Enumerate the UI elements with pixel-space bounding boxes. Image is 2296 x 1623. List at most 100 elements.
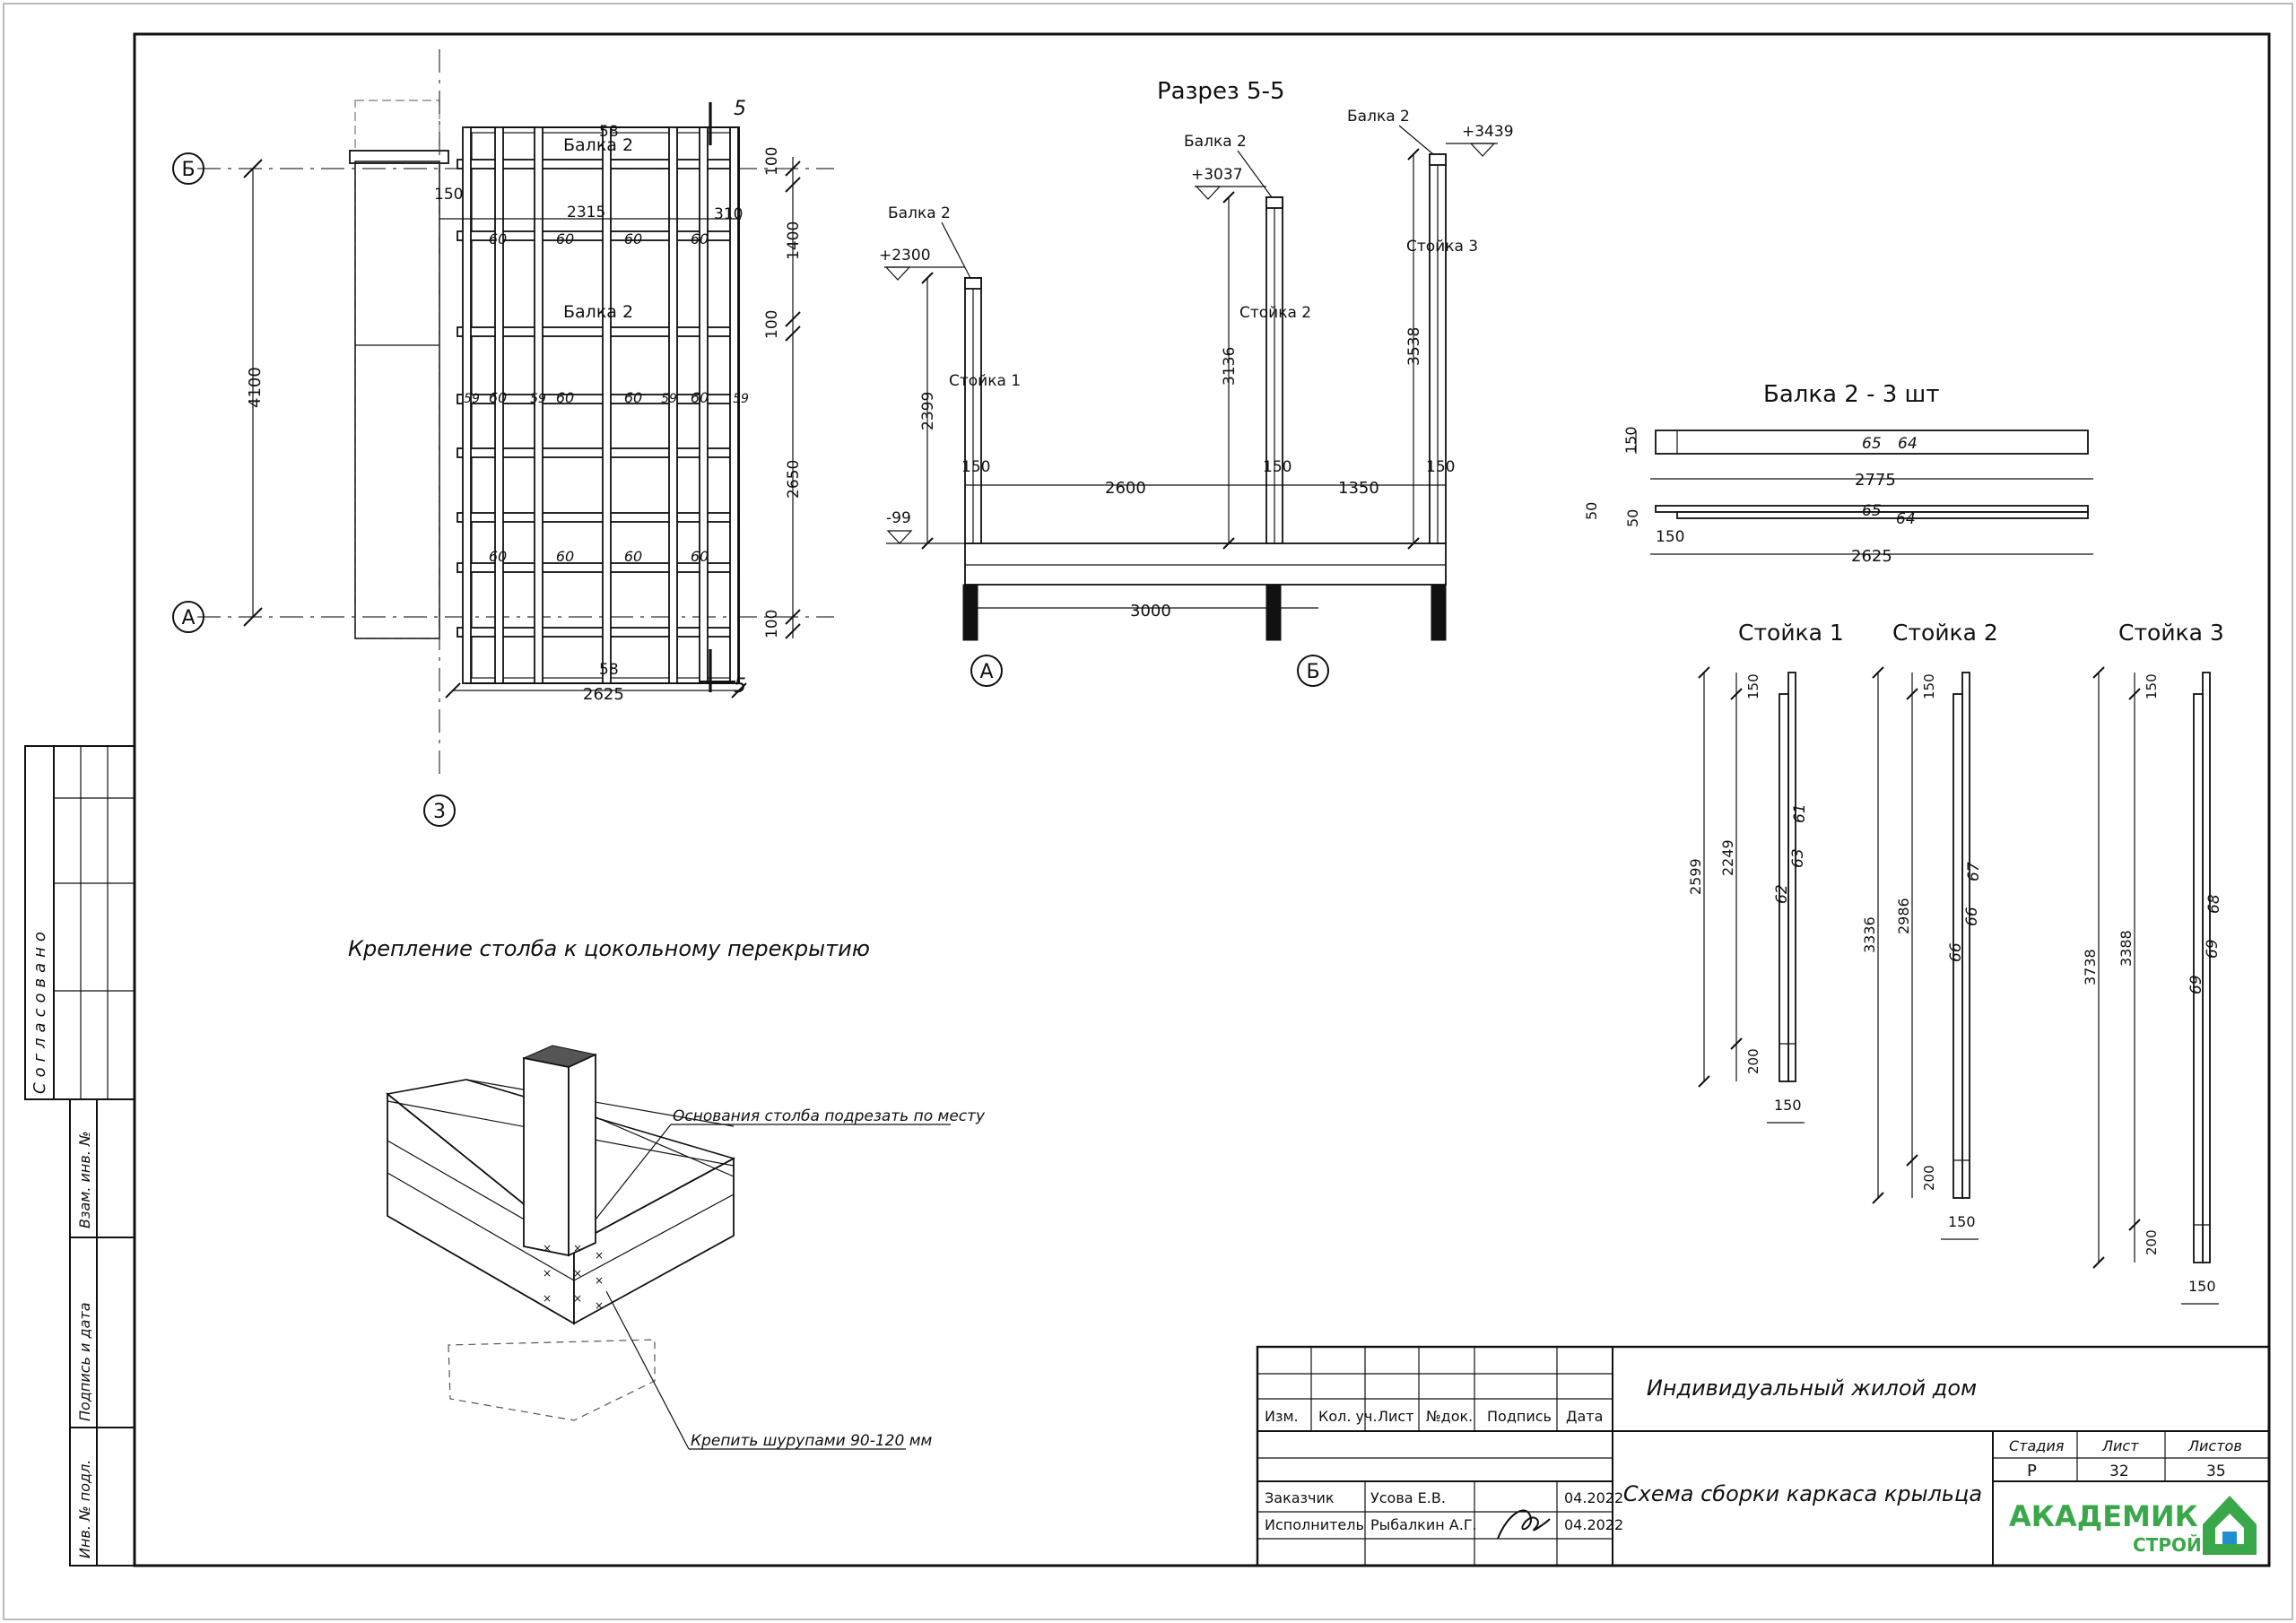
tb-customer-role: Заказчик [1265,1489,1335,1506]
sec-post-1-label: Стойка 1 [949,372,1021,390]
post-dim-total: 3336 [1861,916,1878,953]
plan-spacing: 60 [556,230,574,247]
post-mark: 67 [1965,862,1983,881]
screw-icon: × [543,1292,552,1305]
screw-icon: × [573,1292,582,1305]
axis-b-label: Б [181,159,195,181]
tb-col-kol: Кол. уч. [1318,1408,1378,1425]
mount-note-2: Крепить шурупами 90-120 мм [691,1432,933,1450]
plan-dim-4100: 4100 [246,367,265,408]
side-agreed: Согласовано [30,926,49,1094]
tb-executor-role: Исполнитель [1265,1516,1364,1533]
plan-spacing: 60 [624,548,642,565]
post-dim-inner: 3388 [2118,930,2135,967]
tb-executor-name: Рыбалкин А.Г. [1370,1516,1477,1533]
plan-dim-100-c: 100 [763,610,781,638]
plan-rail [457,512,740,523]
plan-d58-bottom: 58 [599,661,619,679]
post-dim-total: 3738 [2082,949,2099,985]
post-dim-bottom: 200 [1921,1165,1937,1191]
post-board [1952,693,1963,1199]
tb-sheet-title: Схема сборки каркаса крыльца [1623,1481,1982,1506]
tb-col-izm: Изм. [1265,1408,1299,1425]
sec-axis-a-bubble [970,655,1003,687]
tb-list-h: Лист [2101,1437,2139,1454]
mount-title: Крепление столба к цокольному перекрытию [348,936,870,961]
tb-customer-date: 04.2022 [1564,1489,1623,1506]
post-mark: 62 [1773,884,1791,904]
sec-level-99: -99 [886,509,911,527]
beam-elevation [1655,430,2089,455]
plan-joist [462,126,472,684]
plan-posts [462,126,739,684]
plan-rail [457,394,740,404]
plan-dim-2625: 2625 [583,685,624,704]
sec-axis-b-bubble [1297,655,1329,687]
post-mark: 68 [2205,894,2223,914]
sec-dim-3000: 3000 [1130,602,1171,621]
sec-dim-3136: 3136 [1221,347,1239,386]
beam-detail: Балка 2 - 3 шт 65 64 150 2775 65 64 50 5… [1583,381,2093,566]
sec-dim-2399: 2399 [919,392,937,430]
sec-beam-2: Балка 2 [1184,133,1247,151]
plan-dim-100-b: 100 [763,310,781,339]
logo-main: АКАДЕМИК [2009,1499,2198,1533]
sec-w150-3: 150 [1426,458,1455,476]
plan-spacing: 60 [556,389,574,406]
post-dim-width: 150 [2188,1278,2216,1295]
sec-dim-3538: 3538 [1405,327,1423,366]
post-mark: 61 [1791,803,1809,823]
pile-c [1431,584,1447,641]
tb-stage: Р [2027,1462,2037,1480]
mount-note-1: Основания столба подрезать по месту [673,1107,986,1125]
sec-dim-1350: 1350 [1338,479,1379,498]
title-block: Изм. Кол. уч. Лист №док. Подпись Дата За… [1256,1345,2271,1567]
sec-axis-a-label: А [979,661,993,683]
post-board [2193,693,2204,1263]
tb-lists: 35 [2206,1462,2226,1480]
beam-d150b: 150 [1656,528,1684,546]
post-board [1961,672,1970,1199]
beam-m65b: 65 [1862,502,1882,520]
post-mark: 63 [1789,848,1807,868]
plan-rails [457,159,740,638]
screw-icon: × [595,1249,604,1262]
beam-m64b: 64 [1896,510,1916,528]
screw-icon: × [543,1267,552,1280]
tb-col-podp: Подпись [1487,1408,1552,1425]
beam-d50a: 50 [1583,502,1600,520]
side-inv-ref: Взам. инв. № [76,1131,93,1228]
plan-beam-top: Балка 2 [563,135,633,155]
plan-joist [494,126,504,684]
plan-joist [534,126,544,684]
plan-spacing: 60 [624,230,642,247]
logo-sub: СТРОЙ [2133,1534,2202,1556]
screw-icon: × [573,1267,582,1280]
beam-d150: 150 [1622,426,1639,454]
plan-spacing-small: 59 [733,392,749,406]
tb-lists-h: Листов [2187,1437,2242,1454]
plan-spacing: 60 [489,548,507,565]
axis-a-bubble [172,601,204,633]
sec-level-2300: +2300 [879,247,931,265]
tb-col-ndok: №док. [1426,1408,1473,1425]
pile-a [962,584,978,641]
post-title: Стойка 2 [1892,620,1998,646]
plan-dim-1400: 1400 [785,221,803,260]
plan-d58-top: 58 [599,123,619,141]
tb-executor-date: 04.2022 [1564,1516,1623,1533]
post-board [1779,693,1789,1082]
post-title: Стойка 3 [2118,620,2224,646]
post-mark: 66 [1947,942,1965,962]
plan-rail [457,627,740,638]
sec-level-3037: +3037 [1191,166,1243,184]
pile-b [1265,584,1282,641]
sec-post-2-label: Стойка 2 [1239,304,1311,322]
plan-spacing: 60 [624,389,642,406]
plan-spacing: 60 [556,548,574,565]
sec-w150-1: 150 [961,458,990,476]
